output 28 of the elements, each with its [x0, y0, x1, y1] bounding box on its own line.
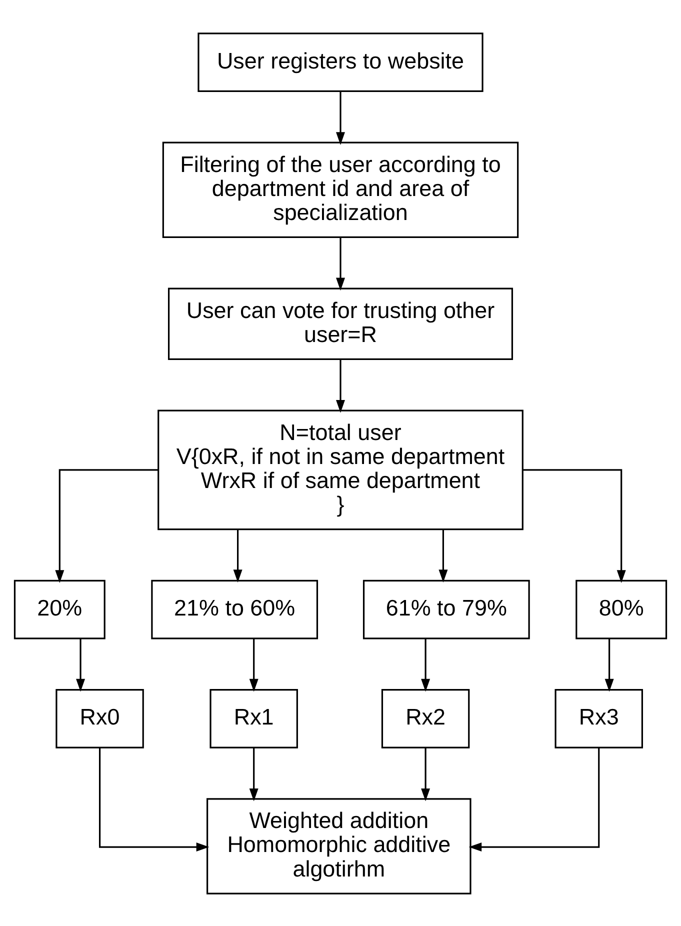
node-box: User can vote for trusting other user=R — [168, 287, 514, 360]
arrow — [98, 747, 210, 852]
arrow — [249, 747, 258, 801]
node-box: Rx3 — [554, 688, 643, 748]
node-box: User registers to website — [198, 32, 484, 92]
node-box: 20% — [14, 579, 106, 639]
node-box: N=total user V{0xR, if not in same department WrxR if of same department } — [158, 409, 524, 530]
arrow — [604, 638, 614, 692]
arrow — [336, 358, 345, 412]
node-box: 61% to 79% — [362, 579, 530, 639]
arrow — [421, 638, 430, 692]
arrow — [336, 90, 345, 144]
node-box: Weighted addition Homomorphic additive algotirhm — [206, 798, 472, 894]
node-box: 21% to 60% — [151, 579, 318, 639]
node-box: Rx2 — [381, 688, 470, 748]
arrow — [55, 468, 158, 583]
arrow — [233, 529, 242, 582]
arrow — [438, 529, 448, 582]
node-box: Rx1 — [210, 688, 298, 748]
node-box: 80% — [576, 579, 668, 639]
arrow — [421, 747, 430, 801]
arrow — [249, 638, 258, 692]
node-box: Rx0 — [56, 688, 144, 748]
arrow — [336, 237, 345, 290]
arrow — [523, 468, 626, 583]
arrow — [76, 638, 86, 692]
node-box: Filtering of the user according to department id and area of specialization — [162, 141, 519, 238]
arrow — [468, 747, 600, 852]
